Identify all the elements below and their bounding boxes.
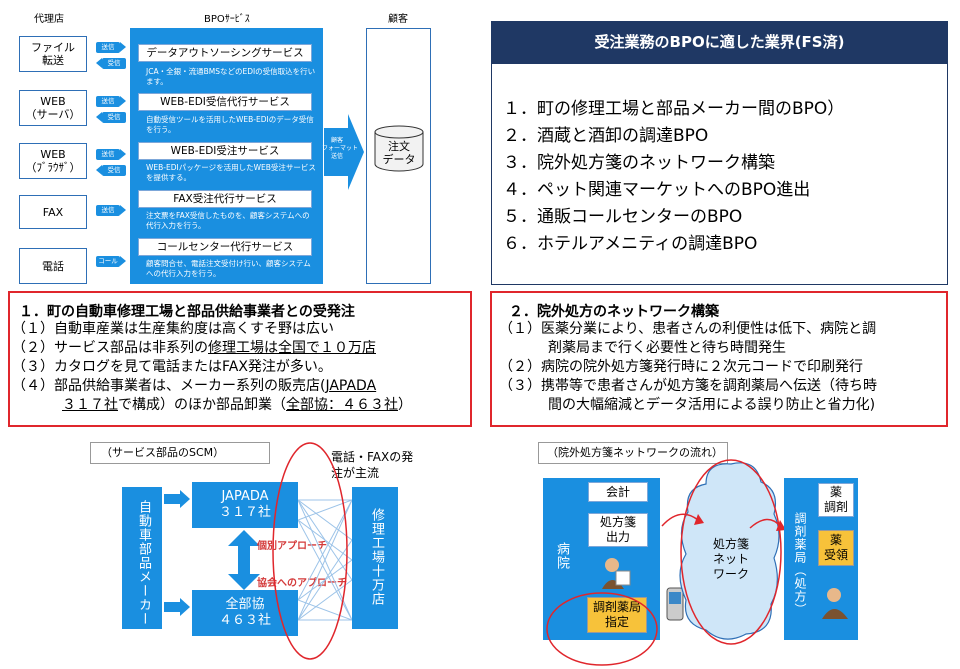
service-web-edi-receive: WEB-EDI受信代行サービス: [138, 93, 312, 111]
industry-item: ３．院外処方箋のネットワーク構築: [503, 153, 775, 173]
rx-network-highlight: [680, 459, 782, 645]
scm-approach-association: 協会へのアプローチ: [257, 578, 347, 589]
service-data-outsourcing: データアウトソーシングサービス: [138, 44, 312, 62]
industry-item: ５．通販コールセンターのBPO: [503, 207, 743, 227]
rx-flow-arrows-icon: [661, 513, 786, 531]
industry-item: ２．酒蔵と酒卸の調達BPO: [503, 126, 709, 146]
scm-maker-box: [122, 487, 162, 629]
tag-send: 送信: [96, 96, 126, 107]
database-icon: [374, 125, 424, 172]
scm-shop-label: 修理工場十万店: [369, 508, 384, 606]
case2-box: [490, 291, 948, 427]
rx-yaku-juryo: 薬 受領: [818, 530, 854, 566]
case2-line: 間の大幅縮減とデータ活用による誤り防止と省力化): [548, 397, 876, 413]
rx-yaku-chozai: 薬 調剤: [818, 483, 854, 517]
scm-approach-individual: 個別アプローチ: [257, 541, 327, 552]
case1-line: （４）部品供給事業者は、メーカー系列の販売店(JAPADA: [12, 378, 377, 394]
scm-shop-box: [352, 487, 398, 629]
case1-title: １．町の自動車修理工場と部品供給事業者との受発注: [19, 304, 355, 320]
input-file-transfer: ファイル 転送: [19, 36, 87, 72]
case1-line: ３１７社で構成）のほか部品卸業（全部協：４６３社）: [62, 397, 412, 413]
tag-receive: 受信: [96, 58, 126, 69]
industry-item: ６．ホテルアメニティの調達BPO: [503, 234, 758, 254]
case1-line: （１）自動車産業は生産集約度は高くすそ野は広い: [12, 321, 334, 337]
scm-note: 電話・FAXの発 注が主流: [331, 450, 414, 480]
rx-network-cloud: [679, 462, 780, 640]
scm-title: （サービス部品のSCM）: [90, 442, 270, 464]
case2-title: ２．院外処方のネットワーク構築: [509, 304, 719, 320]
input-web-server: WEB （サーバ）: [19, 90, 87, 126]
rx-pharmacy-box: [784, 478, 814, 640]
scm-maker-label: 自動車部品メーカー: [136, 500, 151, 626]
service-desc: WEB-EDIパッケージを活用したWEB受注サービスを提供する。: [146, 163, 316, 182]
case2-line: （１）医薬分業により、患者さんの利便性は低下、病院と調: [499, 321, 877, 337]
db-label: 注文 データ: [382, 140, 416, 166]
rx-highlight-ellipse: [546, 592, 658, 666]
scm-crossing-lines: [298, 499, 352, 621]
industry-item: ４．ペット関連マーケットへのBPO進出: [503, 180, 811, 200]
rx-pharmacy-designate: 調剤薬局 指定: [587, 597, 647, 633]
col-agent-label: 代理店: [34, 14, 64, 25]
tag-receive: 受信: [96, 165, 126, 176]
input-phone: 電話: [19, 248, 87, 284]
industry-item: １．町の修理工場と部品メーカー間のBPO）: [503, 99, 845, 119]
input-fax: FAX: [19, 195, 87, 229]
col-bpo-label: BPOｻｰﾋﾞｽ: [204, 14, 250, 25]
service-desc: 注文票をFAX受信したものを、顧客システムへの代行入力を行う。: [146, 211, 310, 230]
patient-icon: [602, 558, 631, 589]
rx-network-label: 処方箋 ネット ワーク: [712, 537, 749, 581]
rx-hospital-box: [543, 478, 575, 640]
case2-line: 剤薬局まで行く必要性と待ち時間発生: [548, 340, 786, 356]
rx-prescription-output: 処方箋 出力: [588, 513, 648, 547]
service-desc: 自動受信ツールを活用したWEB-EDIのデータ受信を行う。: [146, 115, 314, 134]
rx-kaikei: 会計: [588, 482, 648, 502]
rx-title: （院外処方箋ネットワークの流れ）: [538, 442, 728, 464]
tag-call: コール: [96, 256, 126, 267]
scm-updown-arrow-icon: [228, 530, 260, 590]
service-desc: 顧客問合せ、電話注文受付け行い、顧客システムへの代行入力を行う。: [146, 259, 311, 278]
case2-line: （３）携帯等で患者さんが処方箋を調剤薬局へ伝送（待ち時: [499, 378, 877, 394]
scm-japada-box: JAPADA ３１７社: [192, 482, 298, 528]
case2-line: （２）病院の院外処方箋発行時に２次元コードで印刷発行: [499, 359, 863, 375]
scm-highlight-ellipse: [272, 442, 348, 660]
patient-icon: [822, 588, 848, 619]
service-web-edi-order: WEB-EDI受注サービス: [138, 142, 312, 160]
case1-line: （３）カタログを見て電話またはFAX発注が多い。: [12, 359, 332, 375]
rx-hospital-label: 病院: [554, 542, 569, 570]
industry-panel-title: 受注業務のBPOに適した業界(FS済): [491, 21, 948, 64]
service-desc: JCA・全銀・流通BMSなどのEDIの受信取込を行います。: [146, 67, 316, 86]
tag-send: 送信: [96, 205, 126, 216]
industry-panel: [491, 21, 948, 285]
service-fax-order: FAX受注代行サービス: [138, 190, 312, 208]
mobile-phone-icon: [666, 587, 684, 621]
tag-send: 送信: [96, 42, 126, 53]
send-arrow-icon: [324, 114, 364, 190]
scm-arrows-icon: [164, 490, 190, 616]
case1-box: [8, 291, 472, 427]
input-web-browser: WEB （ﾌﾞﾗｳｻﾞ）: [19, 143, 87, 179]
tag-receive: 受信: [96, 112, 126, 123]
arrow-label: 顧客 フォーマット 送信: [322, 137, 359, 160]
col-customer-label: 顧客: [388, 14, 408, 25]
scm-zenbukyo-box: 全部協 ４６３社: [192, 590, 298, 636]
rx-pharmacy-label: 調剤薬局（処方）: [793, 512, 807, 616]
tag-send: 送信: [96, 149, 126, 160]
case1-line: （２）サービス部品は非系列の修理工場は全国で１０万店: [12, 340, 376, 356]
service-call-center: コールセンター代行サービス: [138, 238, 312, 256]
